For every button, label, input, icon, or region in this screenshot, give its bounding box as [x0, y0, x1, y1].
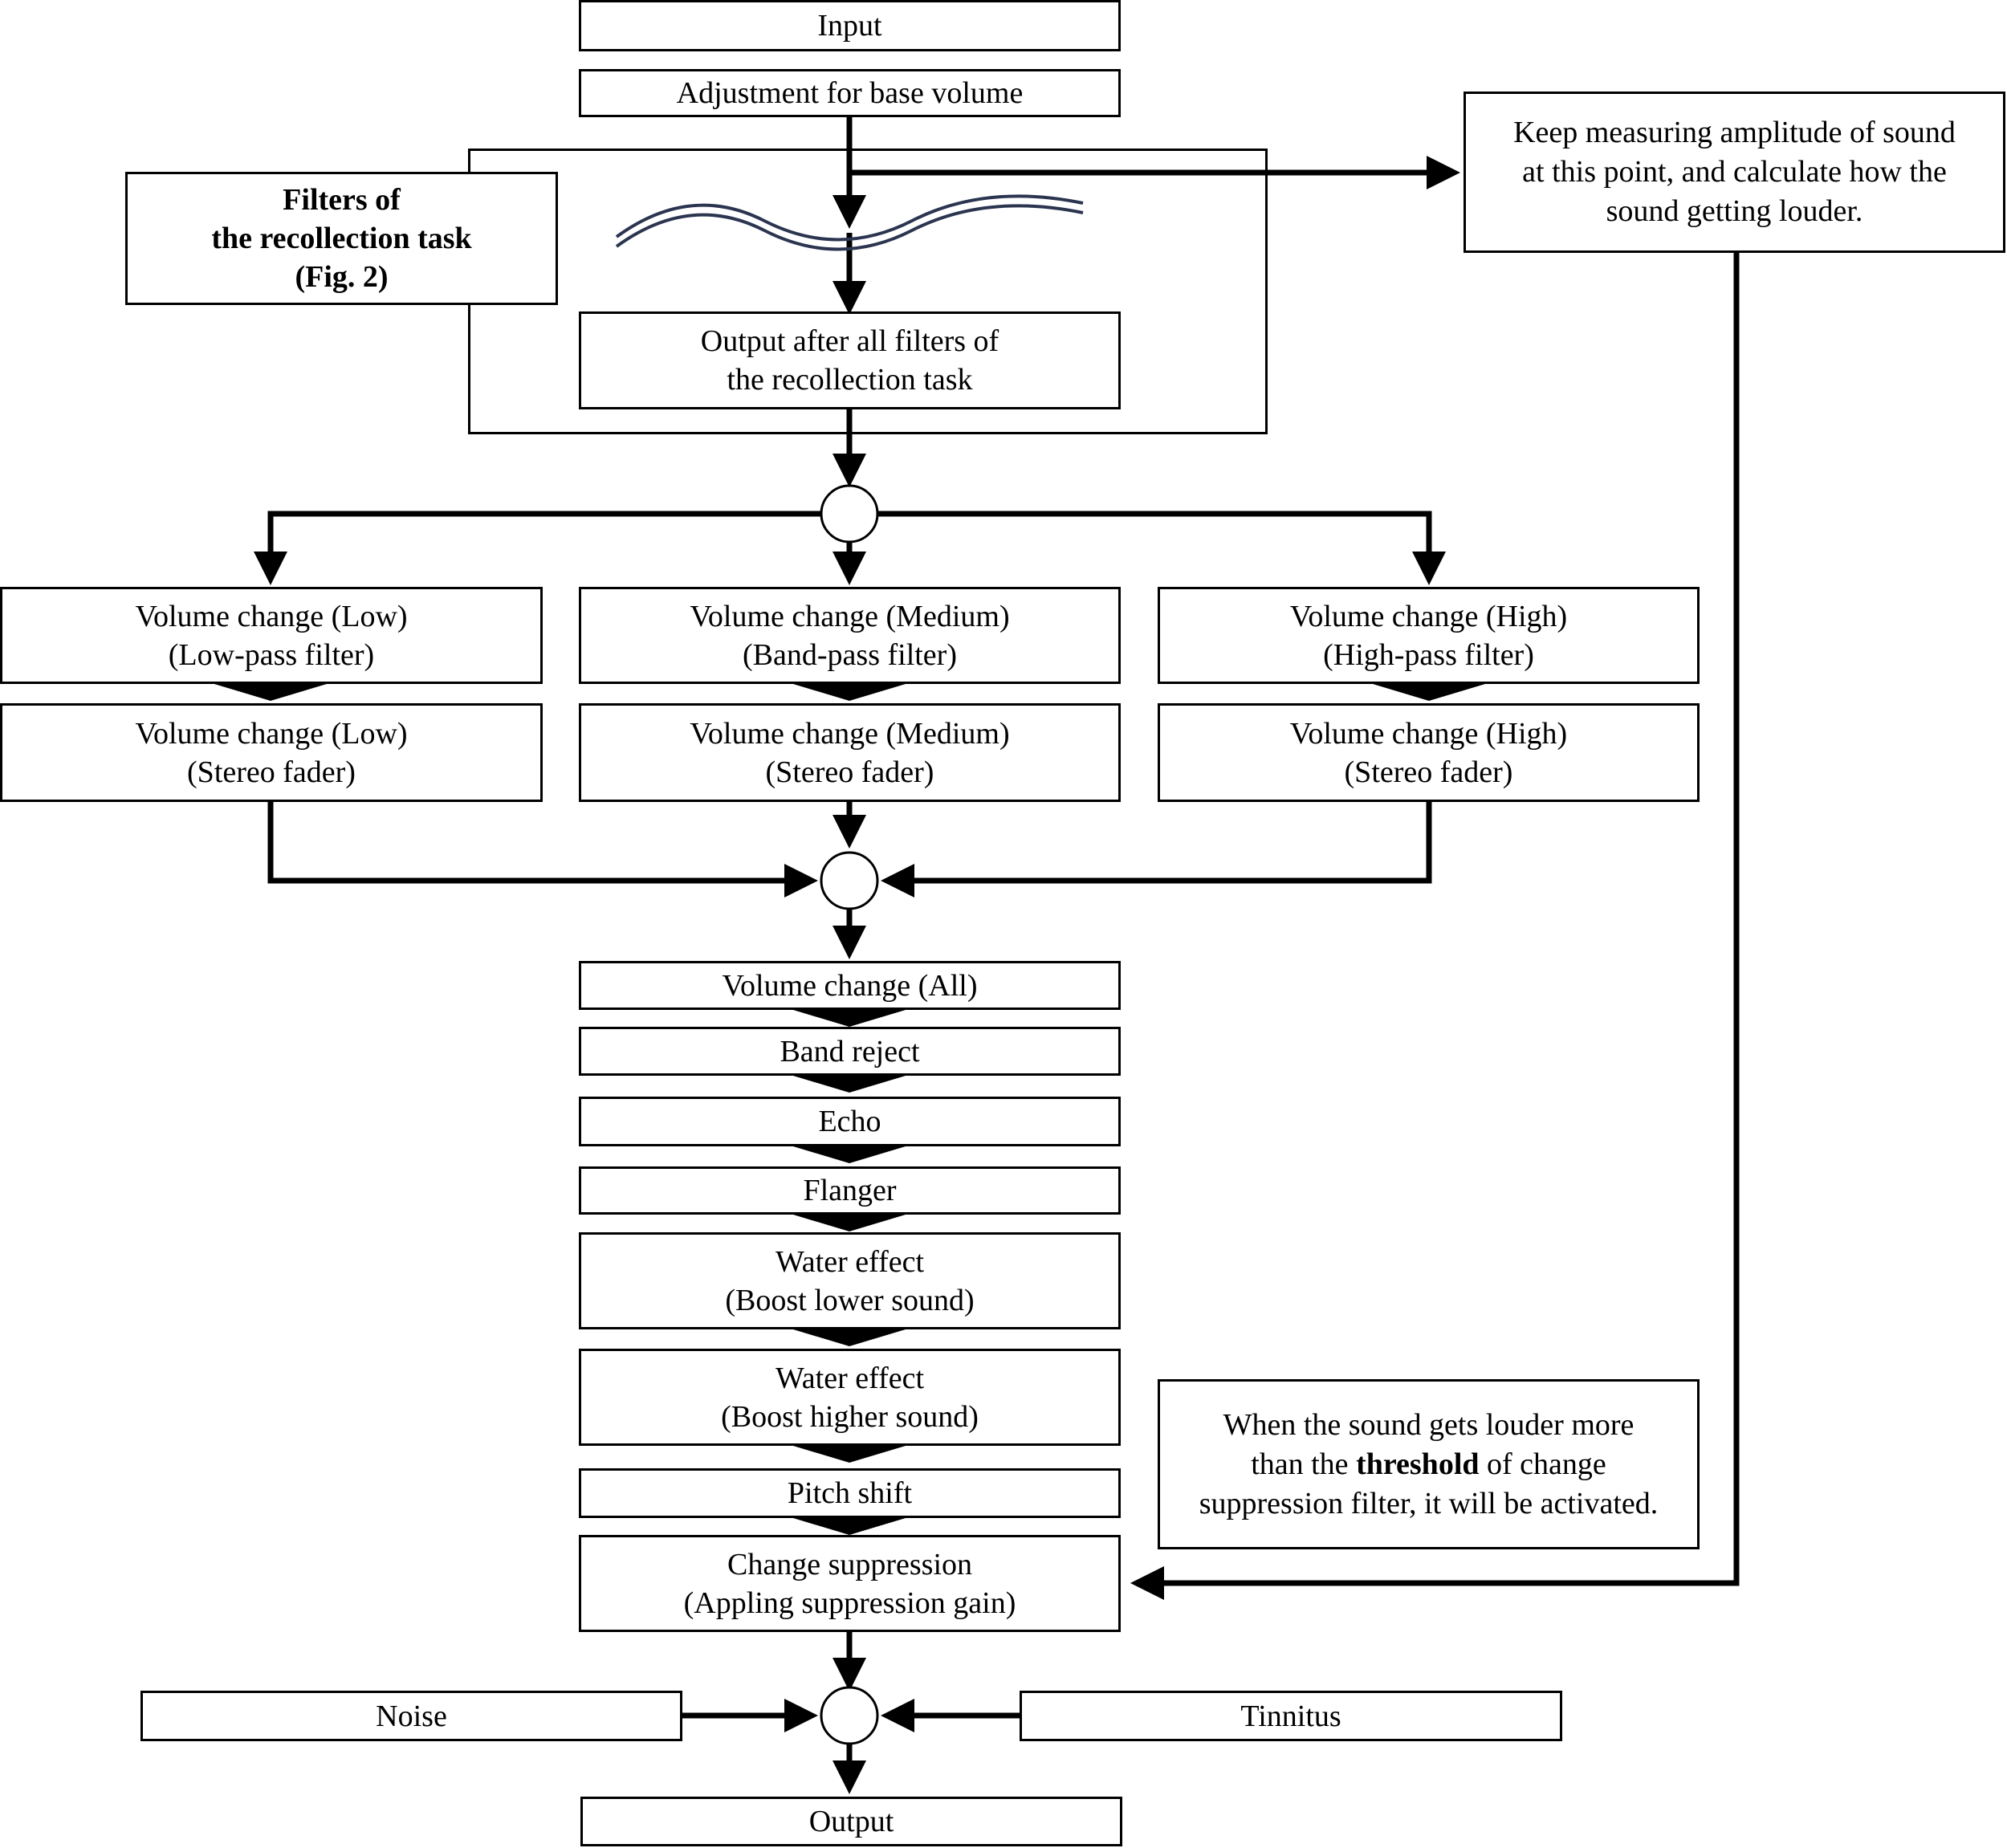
volume-all-box: Volume change (All) [579, 961, 1121, 1010]
chevron-pitch-shift [793, 1518, 906, 1535]
band-reject-label: Band reject [780, 1034, 920, 1069]
output-label: Output [808, 1805, 894, 1838]
chevron-water-lower [793, 1329, 906, 1346]
chevron-water-higher [793, 1446, 906, 1463]
chevron-volume-all [793, 1010, 906, 1027]
water-lower-line1: Water effect [775, 1244, 925, 1279]
pitch-shift-box: Pitch shift [579, 1468, 1121, 1518]
measure-note-line2: at this point, and calculate how the [1522, 155, 1947, 189]
flanger-label: Flanger [803, 1174, 897, 1207]
threshold-note-line2: than the threshold of change [1251, 1445, 1606, 1484]
merge-node [820, 851, 879, 910]
water-higher-box: Water effect (Boost higher sound) [579, 1349, 1121, 1446]
chevron-flanger [793, 1215, 906, 1231]
tinnitus-label: Tinnitus [1240, 1699, 1341, 1733]
volume-low-fader-line1: Volume change (Low) [135, 716, 408, 751]
output-after-filters-box: Output after all filters of the recollec… [579, 311, 1121, 409]
threshold-note-line3: suppression filter, it will be activated… [1199, 1486, 1659, 1520]
volume-medium-filter-line2: (Band-pass filter) [743, 637, 957, 672]
volume-high-fader-line2: (Stereo fader) [1344, 755, 1513, 789]
volume-low-fader-box: Volume change (Low) (Stereo fader) [0, 703, 543, 802]
measure-note-line3: sound getting louder. [1606, 194, 1863, 228]
change-suppression-box: Change suppression (Appling suppression … [579, 1535, 1121, 1632]
water-higher-line2: (Boost higher sound) [721, 1399, 979, 1434]
volume-medium-fader-line2: (Stereo fader) [765, 755, 934, 789]
connector-split-to-high [877, 511, 1446, 585]
volume-medium-fader-line1: Volume change (Medium) [690, 716, 1010, 751]
sound-wave-icon [615, 194, 1084, 251]
chevron-echo [793, 1146, 906, 1163]
change-suppression-line2: (Appling suppression gain) [683, 1585, 1016, 1620]
volume-low-fader-line2: (Stereo fader) [187, 755, 356, 789]
chevron-high [1373, 684, 1485, 701]
threshold-note-line1: When the sound gets louder more [1223, 1407, 1635, 1442]
volume-low-filter-box: Volume change (Low) (Low-pass filter) [0, 587, 543, 684]
volume-high-fader-box: Volume change (High) (Stereo fader) [1158, 703, 1700, 802]
chevron-medium [793, 684, 906, 701]
base-volume-box: Adjustment for base volume [579, 69, 1121, 117]
volume-medium-filter-box: Volume change (Medium) (Band-pass filter… [579, 587, 1121, 684]
flanger-box: Flanger [579, 1166, 1121, 1215]
filters-group-box: Filters of the recollection task (Fig. 2… [125, 172, 558, 305]
wave-line-upper [615, 194, 1084, 242]
volume-all-label: Volume change (All) [722, 968, 978, 1003]
input-box: Input [579, 0, 1121, 51]
filters-group-line1: Filters of [283, 183, 401, 217]
wave-line-lower [615, 204, 1084, 251]
connector-high-to-merge [881, 801, 1432, 898]
input-label: Input [817, 9, 882, 43]
volume-low-filter-line1: Volume change (Low) [135, 599, 408, 633]
filters-group-line3: (Fig. 2) [295, 260, 389, 294]
chevron-band-reject [793, 1076, 906, 1093]
volume-high-filter-line2: (High-pass filter) [1323, 637, 1534, 672]
output-after-filters-line2: the recollection task [727, 363, 973, 397]
water-lower-box: Water effect (Boost lower sound) [579, 1232, 1121, 1329]
threshold-note-line2-pre: than the [1251, 1447, 1357, 1481]
pitch-shift-label: Pitch shift [787, 1476, 913, 1510]
band-reject-box: Band reject [579, 1027, 1121, 1076]
filters-group-line2: the recollection task [211, 222, 472, 255]
connector-measure-to-suppression [1130, 252, 1740, 1600]
volume-high-filter-box: Volume change (High) (High-pass filter) [1158, 587, 1700, 684]
noise-box: Noise [140, 1691, 682, 1741]
measure-note-box: Keep measuring amplitude of sound at thi… [1464, 92, 2005, 253]
water-lower-line2: (Boost lower sound) [725, 1283, 975, 1317]
mix-node [820, 1686, 879, 1745]
measure-note-line1: Keep measuring amplitude of sound [1513, 116, 1956, 149]
output-after-filters-line1: Output after all filters of [700, 324, 999, 358]
output-box: Output [580, 1797, 1122, 1846]
volume-medium-filter-line1: Volume change (Medium) [690, 599, 1010, 633]
threshold-note-line2-post: of change [1479, 1447, 1606, 1481]
volume-medium-fader-box: Volume change (Medium) (Stereo fader) [579, 703, 1121, 802]
volume-low-filter-line2: (Low-pass filter) [168, 637, 375, 672]
split-node [820, 484, 879, 543]
noise-label: Noise [376, 1699, 447, 1733]
tinnitus-box: Tinnitus [1020, 1691, 1562, 1741]
change-suppression-line1: Change suppression [727, 1547, 973, 1581]
chevron-low [214, 684, 327, 701]
echo-box: Echo [579, 1097, 1121, 1146]
echo-label: Echo [818, 1105, 881, 1138]
threshold-keyword: threshold [1356, 1447, 1480, 1481]
volume-high-fader-line1: Volume change (High) [1289, 716, 1568, 751]
chevron-group [214, 684, 1485, 1535]
threshold-note-box: When the sound gets louder more than the… [1158, 1379, 1700, 1549]
water-higher-line1: Water effect [775, 1361, 925, 1395]
volume-high-filter-line1: Volume change (High) [1289, 599, 1568, 633]
connector-split-to-low [254, 511, 821, 585]
connector-low-to-merge [267, 801, 818, 898]
base-volume-label: Adjustment for base volume [676, 76, 1024, 110]
